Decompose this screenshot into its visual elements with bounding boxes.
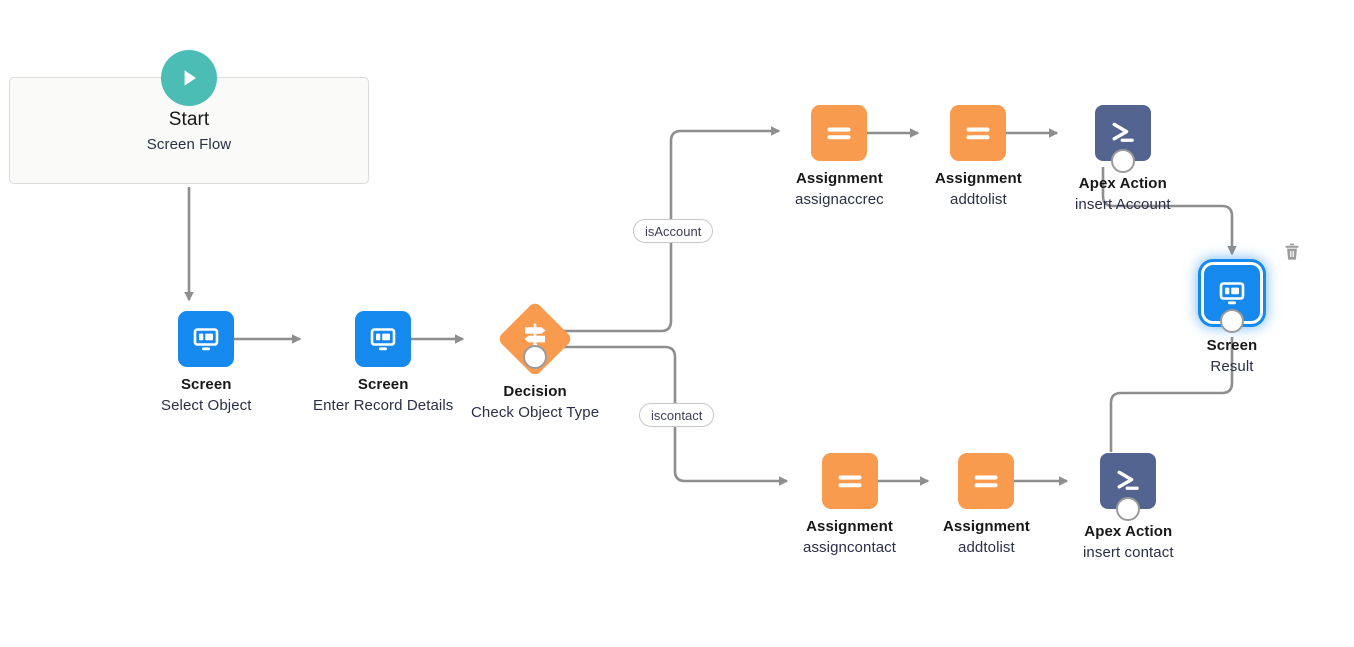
node-subtitle: assigncontact [803,539,897,557]
decision-connector-stub[interactable] [523,345,548,369]
node-title: Assignment [943,518,1030,535]
apex-connector-stub[interactable] [1110,149,1135,173]
assignment-equals-icon[interactable] [811,105,868,161]
node-subtitle: Result [1210,358,1254,376]
node-title: Assignment [935,170,1022,187]
node-start[interactable]: Start Screen Flow [9,50,369,184]
apex-connector-stub[interactable] [1116,497,1141,521]
node-screen-select-object[interactable]: Screen Select Object [161,311,252,416]
branch-label-iscontact[interactable]: iscontact [639,403,715,427]
node-subtitle: insert contact [1083,544,1174,562]
screen-icon[interactable] [178,311,235,367]
start-subtitle: Screen Flow [146,135,232,153]
node-subtitle: Enter Record Details [313,397,454,415]
start-title: Start [168,108,210,130]
play-icon [161,50,217,106]
node-title: Screen [357,376,409,393]
node-title: Screen [1206,337,1258,354]
node-title: Apex Action [1078,175,1167,192]
node-decision-check-object-type[interactable]: Decision Check Object Type [471,300,599,423]
node-title: Assignment [795,170,883,187]
node-subtitle: Select Object [161,397,252,415]
node-subtitle: Check Object Type [471,404,600,422]
node-assignment-assignaccrec[interactable]: Assignment assignaccrec [795,105,884,210]
node-title: Screen [180,376,232,393]
node-assignment-assigncontact[interactable]: Assignment assigncontact [803,453,896,558]
node-title: Apex Action [1084,523,1173,540]
trash-icon[interactable] [1284,243,1300,261]
node-subtitle: addtolist [950,191,1007,209]
node-assignment-addtolist-top[interactable]: Assignment addtolist [935,105,1022,210]
node-title: Decision [503,383,567,400]
screen-result-connector-stub[interactable] [1220,309,1244,333]
node-subtitle: addtolist [958,539,1015,557]
node-screen-enter-record-details[interactable]: Screen Enter Record Details [313,311,453,416]
assignment-equals-icon[interactable] [821,453,878,509]
assignment-equals-icon[interactable] [958,453,1015,509]
node-subtitle: insert Account [1075,196,1171,214]
node-apex-insert-account[interactable]: Apex Action insert Account [1075,105,1171,215]
assignment-equals-icon[interactable] [950,105,1007,161]
node-screen-result[interactable]: Screen Result [1204,243,1299,377]
screen-icon[interactable] [1204,265,1260,321]
screen-icon[interactable] [355,311,412,367]
branch-label-isaccount[interactable]: isAccount [633,219,714,243]
node-title: Assignment [806,518,893,535]
node-apex-insert-contact[interactable]: Apex Action insert contact [1083,453,1174,563]
node-assignment-addtolist-bottom[interactable]: Assignment addtolist [943,453,1030,558]
node-subtitle: assignaccrec [795,191,884,209]
